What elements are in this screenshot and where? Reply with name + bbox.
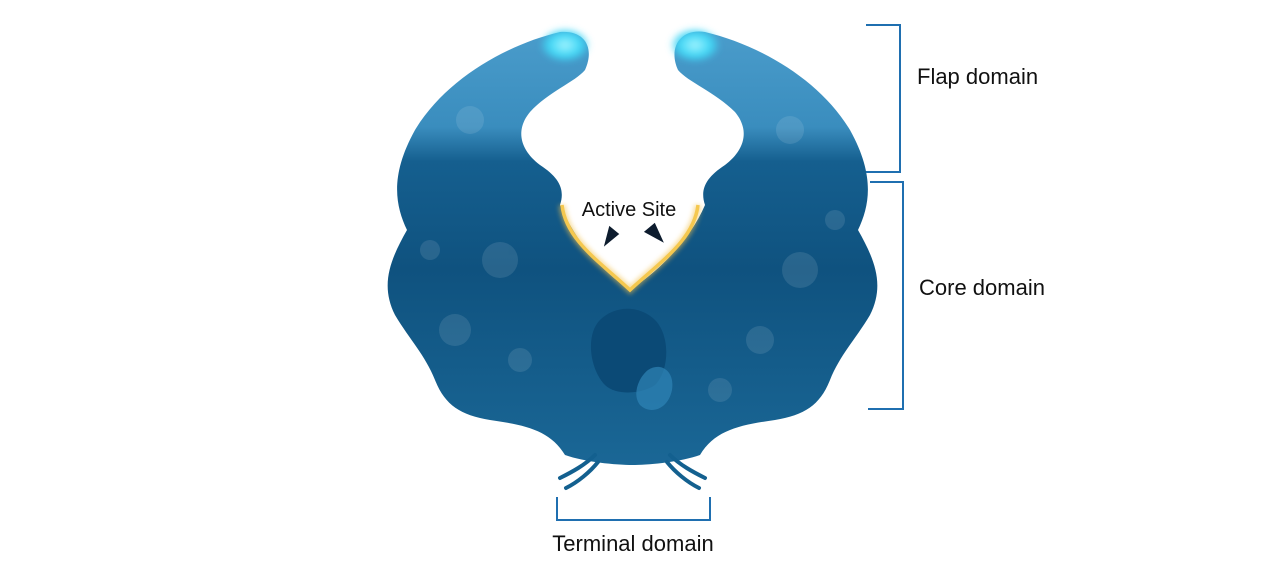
cavity-fold [636,366,673,410]
active-site-arrow-right [642,221,667,246]
terminal-tails [558,453,707,490]
active-site-arrow-left [602,224,621,250]
active-site-outline [560,204,700,293]
flap-tip-left-glow [539,27,591,63]
core-domain-bracket [868,181,904,410]
flap-tip-right-glow [669,27,721,63]
flap-domain-bracket [866,24,901,173]
core-domain-label: Core domain [919,275,1045,300]
flap-domain-label: Flap domain [917,64,1038,89]
surface-texture [420,106,845,402]
terminal-domain-label: Terminal domain [552,531,713,556]
protein-body [387,31,878,465]
terminal-domain-bracket [556,497,711,521]
active-site-label: Active Site [582,199,676,221]
